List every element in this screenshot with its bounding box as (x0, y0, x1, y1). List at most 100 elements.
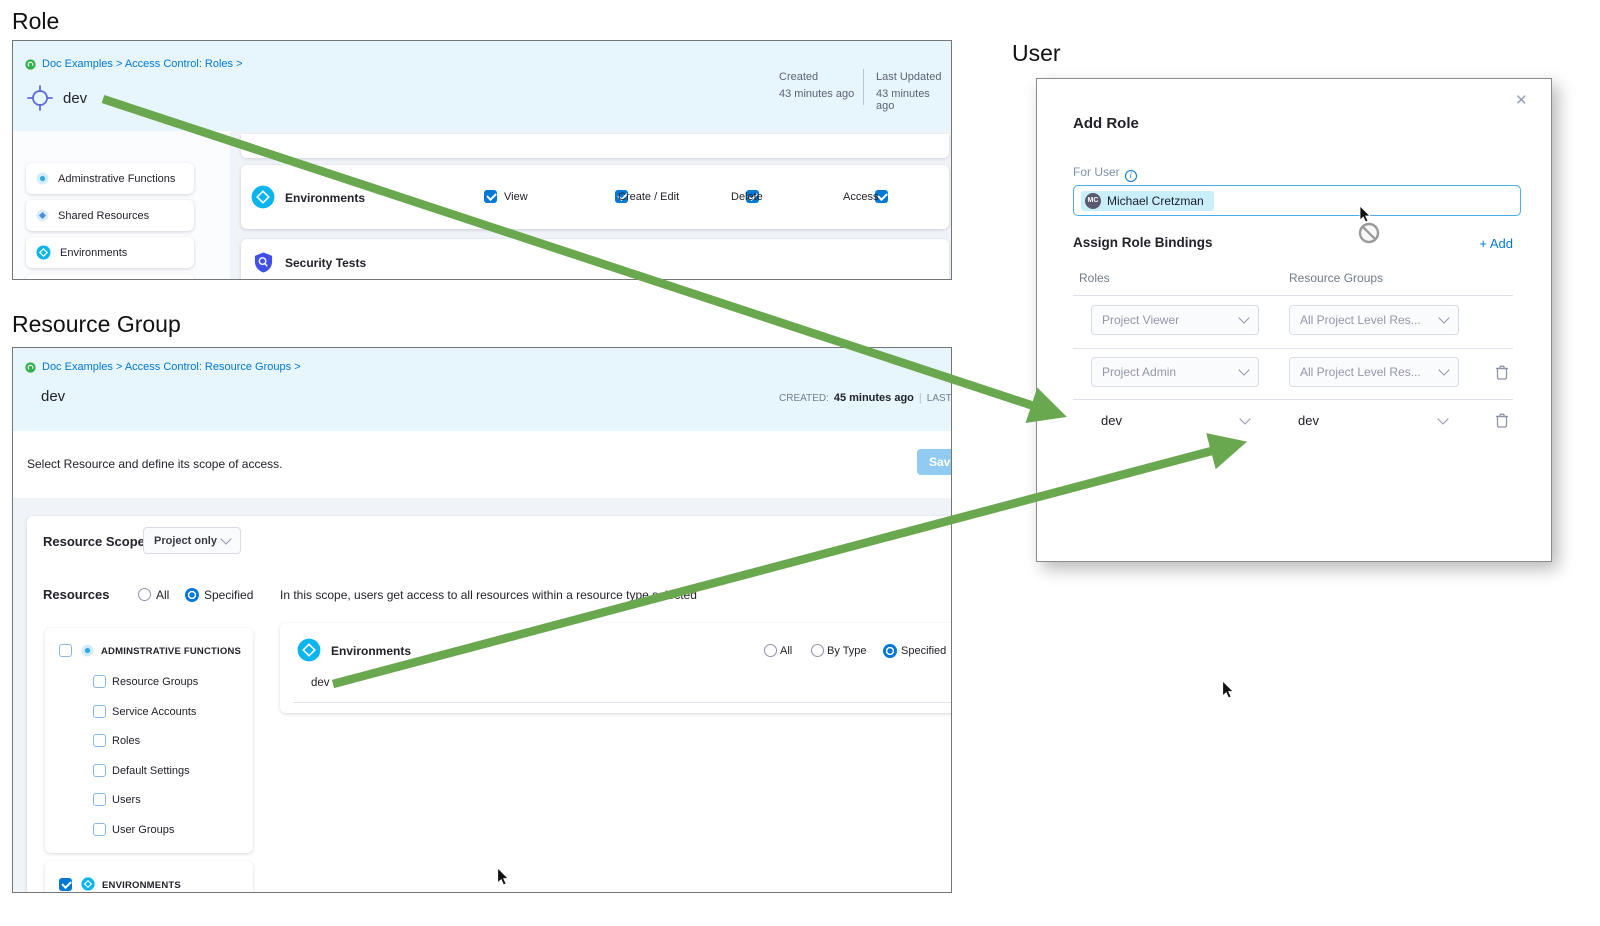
environments-icon (36, 245, 51, 260)
tree-item-label: User Groups (112, 824, 175, 836)
permission-row-security-tests: Security Tests (241, 239, 949, 279)
resources-specified-label: Specified (204, 588, 254, 602)
security-tests-shield-icon (254, 252, 273, 273)
resources-specified-radio[interactable] (185, 588, 199, 602)
resource-group-section-heading: Resource Group (12, 311, 181, 337)
environments-icon (297, 638, 321, 662)
role-created-label: Created (779, 71, 819, 83)
scope-by-type-radio[interactable] (811, 644, 824, 657)
scope-specified-label: Specified (901, 645, 947, 657)
role-select-value: Project Admin (1102, 365, 1177, 379)
role-select-project-viewer[interactable]: Project Viewer (1091, 305, 1259, 335)
mouse-cursor (497, 868, 510, 886)
role-section-heading: Role (12, 8, 60, 34)
user-groups-checkbox[interactable] (93, 823, 106, 836)
tree-item-label: Users (112, 794, 141, 806)
sidebar-item-partial (26, 274, 194, 279)
rg-updated-label: LAST UPD (926, 392, 952, 404)
role-breadcrumb-text[interactable]: Doc Examples > Access Control: Roles > (42, 58, 243, 70)
rg-instruction-bar: Select Resource and define its scope of … (13, 431, 951, 499)
environments-icon (81, 877, 95, 891)
permission-row-environments: Environments View Create / Edit Delete A… (241, 165, 949, 229)
tree-item-label: Default Settings (112, 765, 190, 777)
perm-view-checkbox[interactable] (484, 190, 497, 203)
chevron-down-icon (1438, 312, 1450, 324)
resource-scope-select[interactable]: Project only (143, 527, 241, 554)
scope-all-radio[interactable] (764, 644, 777, 657)
harness-logo-icon (25, 361, 36, 373)
permission-card-partial (241, 134, 949, 158)
users-checkbox[interactable] (93, 793, 106, 806)
table-divider (1073, 399, 1513, 400)
rg-breadcrumb[interactable]: Doc Examples > Access Control: Resource … (25, 361, 301, 373)
role-crosshair-icon (27, 85, 53, 111)
perm-create-edit-label: Create / Edit (618, 191, 680, 203)
mouse-cursor (1222, 681, 1235, 699)
resource-groups-checkbox[interactable] (93, 675, 106, 688)
role-select-value: Project Viewer (1102, 313, 1180, 327)
chevron-down-icon (1238, 312, 1250, 324)
role-select-project-admin[interactable]: Project Admin (1091, 357, 1259, 387)
rg-panel-header: Doc Examples > Access Control: Resource … (13, 348, 951, 431)
service-accounts-checkbox[interactable] (93, 705, 106, 718)
user-chip[interactable]: MC Michael Cretzman (1081, 190, 1214, 211)
save-button[interactable]: Save (917, 449, 951, 475)
rg-select-value: All Project Level Res... (1300, 365, 1421, 379)
role-sidebar: Adminstrative Functions Shared Resources… (13, 131, 231, 279)
add-binding-button[interactable]: + Add (1479, 236, 1513, 251)
rg-title: dev (41, 388, 66, 405)
rg-select-dev[interactable]: dev (1298, 413, 1319, 428)
perm-view-label: View (504, 191, 528, 203)
environments-scope-card: Environments All By Type Specified dev (280, 623, 951, 713)
resource-scope-label: Resource Scope (43, 534, 145, 549)
chevron-down-icon (220, 532, 232, 545)
resources-all-label: All (156, 588, 170, 602)
resource-scope-value: Project only (154, 534, 217, 547)
resources-tree-card: ADMINSTRATIVE FUNCTIONS Resource Groups … (45, 628, 253, 853)
administrative-functions-icon (36, 172, 49, 185)
sidebar-item-label: Adminstrative Functions (58, 172, 176, 185)
resource-groups-column-header: Resource Groups (1289, 271, 1384, 285)
user-section-heading: User (1012, 40, 1061, 66)
rg-select-row1[interactable]: All Project Level Res... (1289, 305, 1459, 335)
administrative-functions-icon (81, 644, 94, 657)
resource-group-panel: Doc Examples > Access Control: Resource … (12, 347, 952, 893)
role-title: dev (63, 90, 88, 107)
rg-breadcrumb-text[interactable]: Doc Examples > Access Control: Resource … (42, 361, 301, 373)
role-select-dev[interactable]: dev (1101, 413, 1122, 428)
resources-all-radio[interactable] (138, 588, 151, 601)
permission-resource-name: Security Tests (285, 256, 367, 270)
sidebar-item-label: Shared Resources (58, 209, 150, 222)
role-meta-divider (863, 69, 864, 105)
table-divider (1073, 348, 1513, 349)
perm-access-label: Access (843, 191, 879, 203)
sidebar-item-environments[interactable]: Environments (26, 237, 194, 268)
rg-select-row2[interactable]: All Project Level Res... (1289, 357, 1459, 387)
scope-specified-radio[interactable] (883, 644, 897, 658)
resources-label: Resources (43, 587, 110, 602)
chevron-down-icon[interactable] (1437, 413, 1449, 425)
scope-resource-name: Environments (331, 644, 412, 658)
admin-functions-checkbox[interactable] (59, 644, 72, 657)
roles-checkbox[interactable] (93, 734, 106, 747)
role-created-value: 43 minutes ago (779, 88, 855, 100)
role-panel: Doc Examples > Access Control: Roles > d… (12, 40, 952, 280)
sidebar-item-shared-resources[interactable]: Shared Resources (26, 200, 194, 231)
close-icon[interactable]: ✕ (1515, 92, 1528, 109)
for-user-input[interactable]: MC Michael Cretzman (1073, 185, 1521, 216)
delete-binding-icon[interactable] (1495, 412, 1509, 428)
chevron-down-icon[interactable] (1239, 413, 1251, 425)
scope-hint-text: In this scope, users get access to all r… (280, 588, 697, 602)
sidebar-item-administrative-functions[interactable]: Adminstrative Functions (26, 163, 194, 194)
default-settings-checkbox[interactable] (93, 764, 106, 777)
environments-checkbox[interactable] (59, 878, 72, 891)
role-breadcrumb[interactable]: Doc Examples > Access Control: Roles > (25, 58, 243, 70)
delete-binding-icon[interactable] (1495, 364, 1509, 380)
tree-item-label: Resource Groups (112, 676, 199, 688)
role-permissions-area: Environments View Create / Edit Delete A… (230, 131, 951, 279)
rg-created-label: CREATED: (779, 392, 829, 404)
for-user-label-text: For User (1073, 165, 1120, 179)
